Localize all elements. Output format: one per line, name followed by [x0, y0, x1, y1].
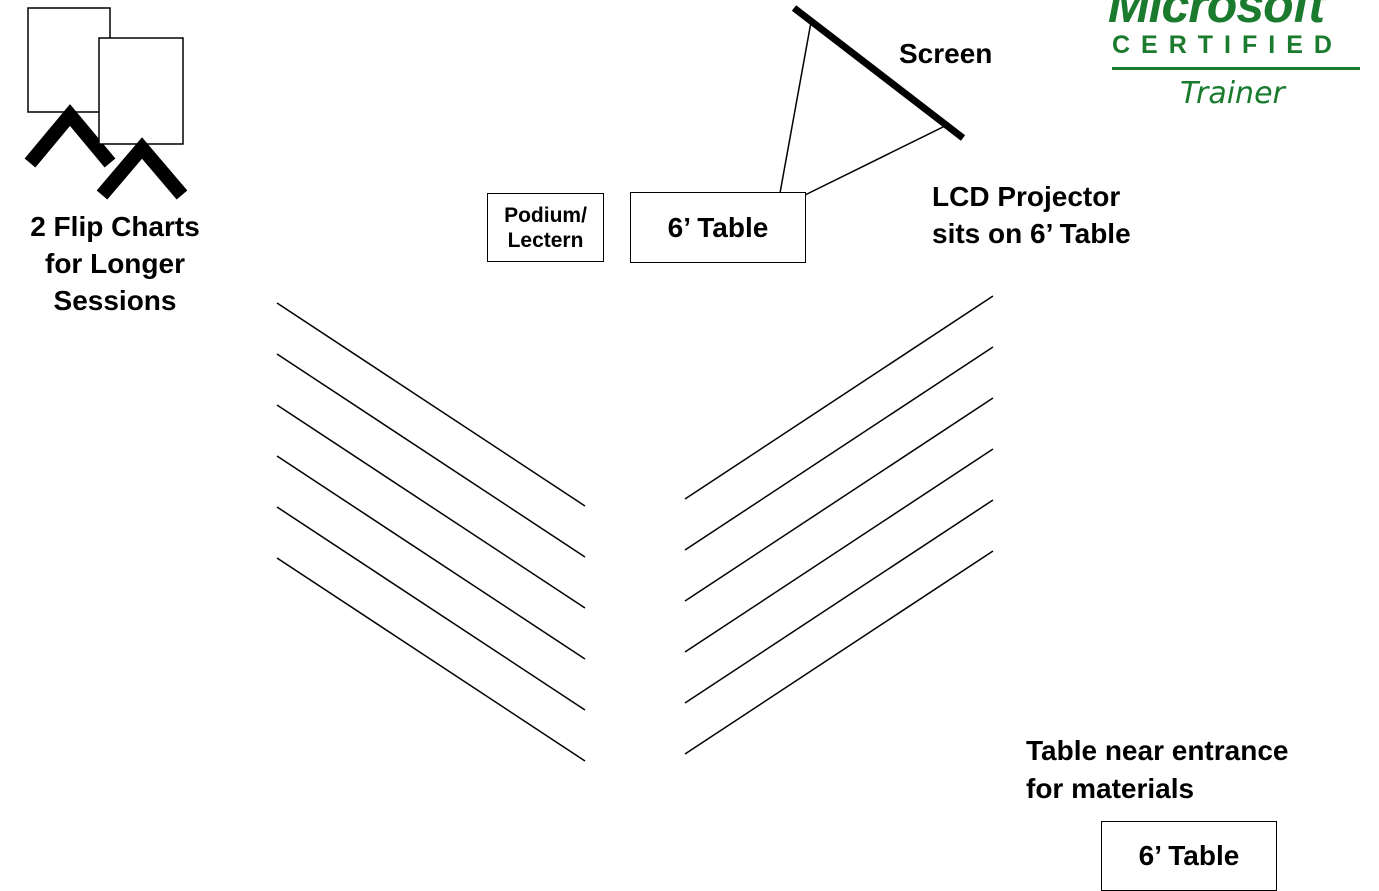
- flip-chart-2-easel-legs: [96, 137, 188, 200]
- logo-brand-text: Microsoft: [1108, 0, 1325, 33]
- logo-divider: [1112, 67, 1360, 70]
- podium-label-line-1: Podium/: [504, 203, 587, 227]
- projection-beam-right: [804, 125, 946, 196]
- seating-row-right-4: [684, 448, 994, 653]
- seating-row-left-3: [276, 404, 586, 609]
- seating-row-right-1: [684, 295, 994, 500]
- entrance-label-line-1: Table near entrance: [1026, 735, 1289, 766]
- flip-chart-2-pad: [98, 37, 184, 145]
- seating-row-right-6: [684, 550, 994, 755]
- seating-row-right-3: [684, 397, 994, 602]
- projector-label-line-1: LCD Projector: [932, 181, 1121, 212]
- flip-charts-label-line-1: 2 Flip Charts: [30, 211, 200, 242]
- podium-label-line-2: Lectern: [507, 228, 584, 252]
- flip-charts-label-line-2: for Longer: [45, 248, 185, 279]
- projector-label-line-2: sits on 6’ Table: [932, 218, 1131, 249]
- seating-row-left-5: [276, 506, 586, 711]
- front-table: 6’ Table: [630, 192, 806, 263]
- projector-label: LCD Projector sits on 6’ Table: [932, 178, 1131, 252]
- flip-chart-2: [96, 37, 188, 200]
- microsoft-certified-trainer-logo: Microsoft CERTIFIED Trainer: [1100, 0, 1370, 120]
- entrance-table: 6’ Table: [1101, 821, 1277, 891]
- seating-row-right-5: [684, 499, 994, 704]
- entrance-table-label: Table near entrance for materials: [1026, 732, 1288, 808]
- flip-charts-label-line-3: Sessions: [53, 285, 177, 316]
- seating-row-left-2: [276, 353, 586, 558]
- flip-chart-1: [24, 7, 116, 168]
- logo-certified-text: CERTIFIED: [1112, 31, 1343, 59]
- projection-beam-left: [779, 21, 812, 194]
- flip-chart-1-pad: [27, 7, 111, 113]
- entrance-label-line-2: for materials: [1026, 773, 1195, 804]
- screen-label: Screen: [899, 38, 993, 69]
- seating-rows-left: [276, 302, 586, 762]
- seating-row-right-2: [684, 346, 994, 551]
- seating-row-left-4: [276, 455, 586, 660]
- seating-rows-right: [684, 295, 994, 755]
- seating-row-left-1: [276, 302, 586, 507]
- flip-chart-1-easel-legs: [24, 104, 116, 168]
- flip-charts-label: 2 Flip Charts for Longer Sessions: [0, 208, 230, 319]
- logo-trainer-text: Trainer: [1180, 76, 1285, 111]
- podium-lectern: Podium/ Lectern: [487, 193, 604, 262]
- projection-screen: [791, 5, 966, 141]
- seating-row-left-6: [276, 557, 586, 762]
